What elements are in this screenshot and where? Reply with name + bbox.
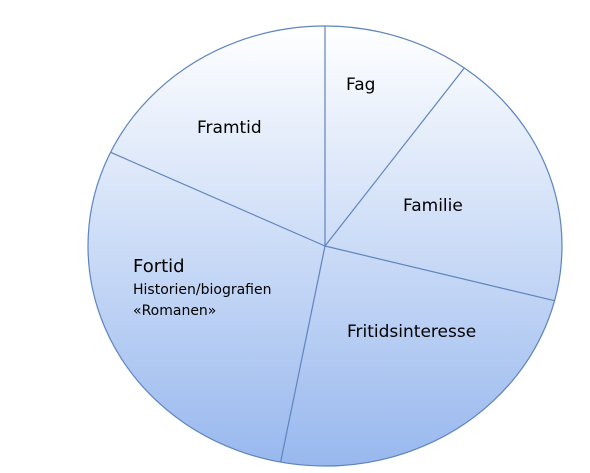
slice-divider-fag-familie [324, 67, 465, 247]
slice-label-framtid: Framtid [197, 118, 262, 138]
slice-sublabel-romanen: «Romanen» [133, 303, 216, 319]
slice-sublabel-historien: Historien/biografien [133, 282, 271, 298]
slice-divider-familie-fritidsinteresse [324, 245, 555, 302]
slice-divider-fortid-framtid [110, 151, 326, 247]
slice-divider-fritidsinteresse-fortid [280, 245, 326, 463]
slice-label-fritidsinteresse: Fritidsinteresse [347, 322, 476, 342]
slice-label-fortid: Fortid [133, 256, 185, 277]
slice-label-fag: Fag [346, 75, 375, 95]
slice-label-familie: Familie [403, 196, 463, 216]
